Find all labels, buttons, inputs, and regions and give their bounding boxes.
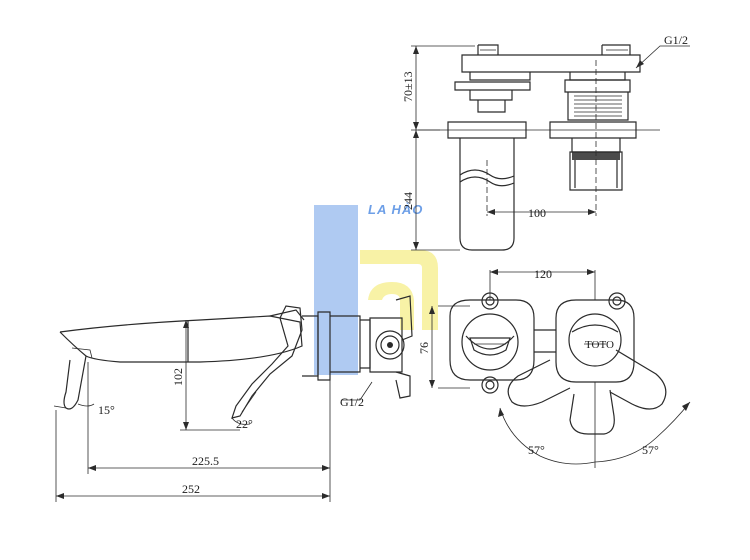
svg-text:TOTO: TOTO	[585, 339, 614, 351]
dim-front-center: 120	[534, 267, 552, 281]
dim-side-angle-spout: 15°	[98, 403, 115, 417]
front-view: TOTO 57° 57° 120 76	[417, 267, 691, 468]
dim-front-angle-right: 57°	[642, 443, 659, 457]
dim-front-plate-height: 76	[417, 342, 431, 354]
label-side-thread: G1/2	[340, 395, 364, 409]
top-view: 100 70±13 244 G1/2	[401, 33, 690, 251]
side-view: G1/2 102 15° 22° 225.5 252	[53, 295, 413, 502]
watermark-text: LA HÀO	[368, 202, 423, 217]
dim-top-height: 70±13	[401, 71, 415, 102]
dim-front-angle-left: 57°	[528, 443, 545, 457]
label-top-thread: G1/2	[664, 33, 688, 47]
dim-top-depth: 244	[401, 192, 415, 210]
dim-side-reach: 225.5	[192, 454, 219, 468]
dim-side-angle-handle: 22°	[236, 417, 253, 431]
dim-side-total: 252	[182, 482, 200, 496]
dim-top-offset: 100	[528, 206, 546, 220]
dim-side-height: 102	[171, 368, 185, 386]
